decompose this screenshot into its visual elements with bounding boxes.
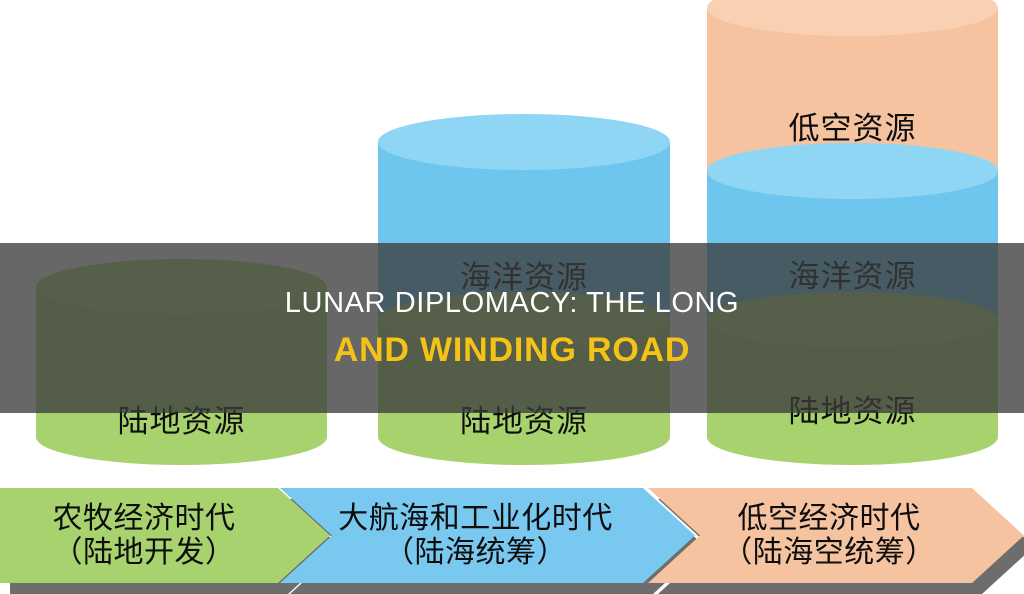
era-arrow-3[interactable]: 低空经济时代 （陆海空统筹） <box>648 488 1024 594</box>
era-arrow-3-line2: （陆海空统筹） <box>722 534 936 570</box>
era-arrow-1-label: 农牧经济时代 （陆地开发） <box>53 502 236 569</box>
era-arrow-3-line1: 低空经济时代 <box>737 500 921 536</box>
page-title-line-1: LUNAR DIPLOMACY: THE LONG <box>284 286 740 319</box>
cylinder-era-3-label-lowsky: 低空资源 <box>788 111 917 147</box>
era-arrow-2-label: 大航海和工业化时代 （陆海统筹） <box>338 502 613 569</box>
title-overlay-band: LUNAR DIPLOMACY: THE LONG AND WINDING RO… <box>0 243 1024 413</box>
era-arrow-3-label: 低空经济时代 （陆海空统筹） <box>722 502 936 569</box>
era-arrow-1-line1: 农牧经济时代 <box>52 500 236 536</box>
era-arrow-1-shape <box>0 488 330 583</box>
era-arrow-1[interactable]: 农牧经济时代 （陆地开发） <box>0 488 340 594</box>
page-title-line-2: AND WINDING ROAD <box>333 330 691 369</box>
era-arrow-2[interactable]: 大航海和工业化时代 （陆海统筹） <box>280 488 705 594</box>
segment-cap-ocean <box>707 143 998 199</box>
era-arrow-2-line1: 大航海和工业化时代 <box>338 500 613 536</box>
segment-cap-ocean <box>378 114 670 170</box>
era-arrow-2-shape <box>280 488 695 583</box>
era-arrow-3-shape <box>648 488 1024 583</box>
era-timeline-banner: 农牧经济时代 （陆地开发） 大航海和工业化时代 （陆海统筹） 低空经济时代 （陆… <box>0 488 1024 594</box>
era-arrow-2-line2: （陆海统筹） <box>384 534 567 570</box>
era-arrow-1-line2: （陆地开发） <box>52 534 236 570</box>
